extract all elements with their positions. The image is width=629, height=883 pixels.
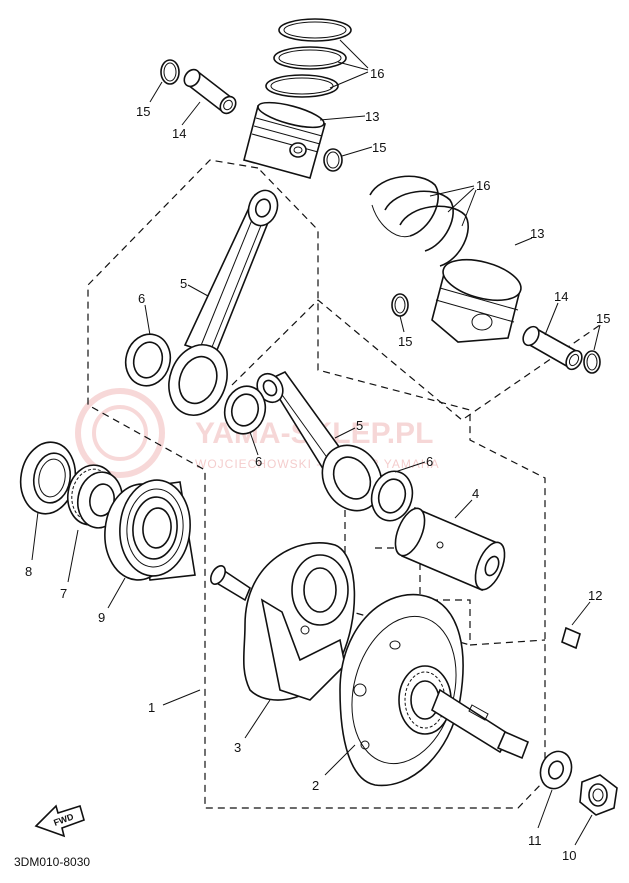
callout-6: 6: [426, 454, 433, 469]
callout-labels: 16 15 14 13 15 16 13 15 14 15 5 6 5 6 6 …: [25, 66, 610, 863]
crankshaft-left: [209, 542, 356, 701]
callout-15: 15: [596, 311, 610, 326]
callout-1: 1: [148, 700, 155, 715]
callout-15: 15: [398, 334, 412, 349]
callout-6: 6: [138, 291, 145, 306]
big-end-washer-middle: [223, 385, 267, 435]
crank-washer: [539, 750, 573, 790]
circlip-upper-left: [160, 59, 180, 85]
piston-pin-upper: [183, 68, 237, 115]
callout-7: 7: [60, 586, 67, 601]
drawing-code: 3DM010-8030: [14, 855, 90, 869]
callout-6: 6: [255, 454, 262, 469]
piston-rings-right: [369, 175, 469, 267]
circlip-upper-right: [323, 148, 343, 172]
callout-3: 3: [234, 740, 241, 755]
callout-12: 12: [588, 588, 602, 603]
callout-13: 13: [530, 226, 544, 241]
woodruff-key: [561, 626, 581, 650]
connecting-rod-upper: [168, 189, 279, 416]
callout-10: 10: [562, 848, 576, 863]
callout-15: 15: [372, 140, 386, 155]
callout-14: 14: [554, 289, 568, 304]
callout-2: 2: [312, 778, 319, 793]
callout-4: 4: [472, 486, 479, 501]
big-end-washer-left: [124, 333, 172, 387]
leader-lines: [31, 39, 601, 846]
callout-11: 11: [528, 833, 542, 848]
piston-pin-right: [522, 325, 583, 371]
crank-nut: [579, 774, 618, 816]
callout-5: 5: [356, 418, 363, 433]
circlip-right-left: [391, 293, 409, 317]
main-bearing: [104, 479, 196, 581]
callout-16: 16: [476, 178, 490, 193]
crank-pin: [394, 506, 506, 592]
callout-8: 8: [25, 564, 32, 579]
callout-9: 9: [98, 610, 105, 625]
fwd-arrow-icon: FWD: [34, 804, 85, 838]
piston-rings-upper: [265, 18, 352, 98]
circlip-right-right: [583, 350, 601, 374]
callout-15: 15: [136, 104, 150, 119]
crankshaft-right: [339, 593, 530, 787]
callout-13: 13: [365, 109, 379, 124]
connecting-rod-lower: [256, 370, 383, 512]
big-end-washer-right: [370, 470, 414, 522]
callout-5: 5: [180, 276, 187, 291]
piston-upper: [243, 101, 326, 179]
piston-right: [431, 258, 522, 343]
callout-16: 16: [370, 66, 384, 81]
callout-14: 14: [172, 126, 186, 141]
